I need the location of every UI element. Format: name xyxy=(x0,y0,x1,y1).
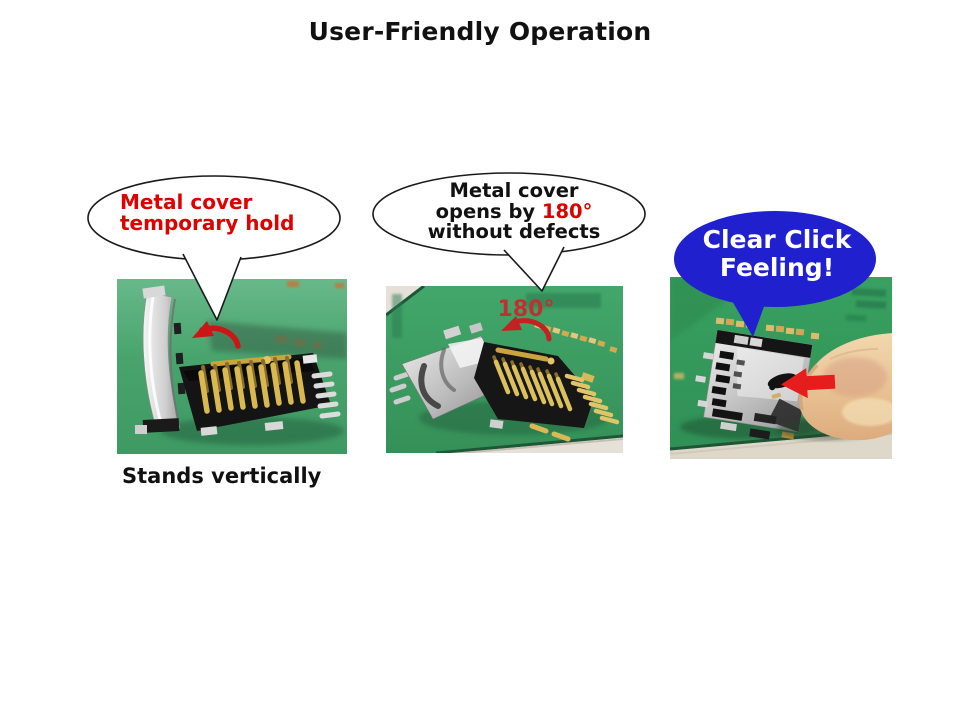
callout-middle-line1: Metal cover xyxy=(449,179,578,202)
callout-middle-line2: opens by 180° xyxy=(436,200,593,223)
callout-middle-line3: without defects xyxy=(428,220,601,243)
callout-left-line1: Metal cover xyxy=(120,190,253,214)
slide-title: User-Friendly Operation xyxy=(308,17,652,46)
rotate-arrow-icon xyxy=(192,321,241,349)
callout-right-line1: Clear Click xyxy=(703,225,853,254)
photo-connector-cover-opened: 180° xyxy=(386,286,623,453)
callout-middle-highlight: 180° xyxy=(542,200,592,223)
angle-label: 180° xyxy=(498,297,555,322)
callout-left-line2: temporary hold xyxy=(120,211,294,235)
connector-base xyxy=(179,353,341,436)
blurred-background-connector xyxy=(207,321,347,359)
metal-cover-standing xyxy=(135,285,186,434)
press-arrow-icon xyxy=(781,368,836,399)
photo-connector-cover-standing xyxy=(117,279,347,454)
pcb-silkscreen xyxy=(392,293,601,338)
finger xyxy=(798,333,892,441)
connector-base xyxy=(474,342,620,442)
photo-caption: Stands vertically xyxy=(122,464,322,488)
rotate-arrow-icon xyxy=(501,316,552,342)
callout-middle-bubble: Metal cover opens by 180° without defect… xyxy=(372,172,646,292)
photo-finger-press-connector xyxy=(670,277,892,459)
connector-shadow xyxy=(160,417,344,445)
